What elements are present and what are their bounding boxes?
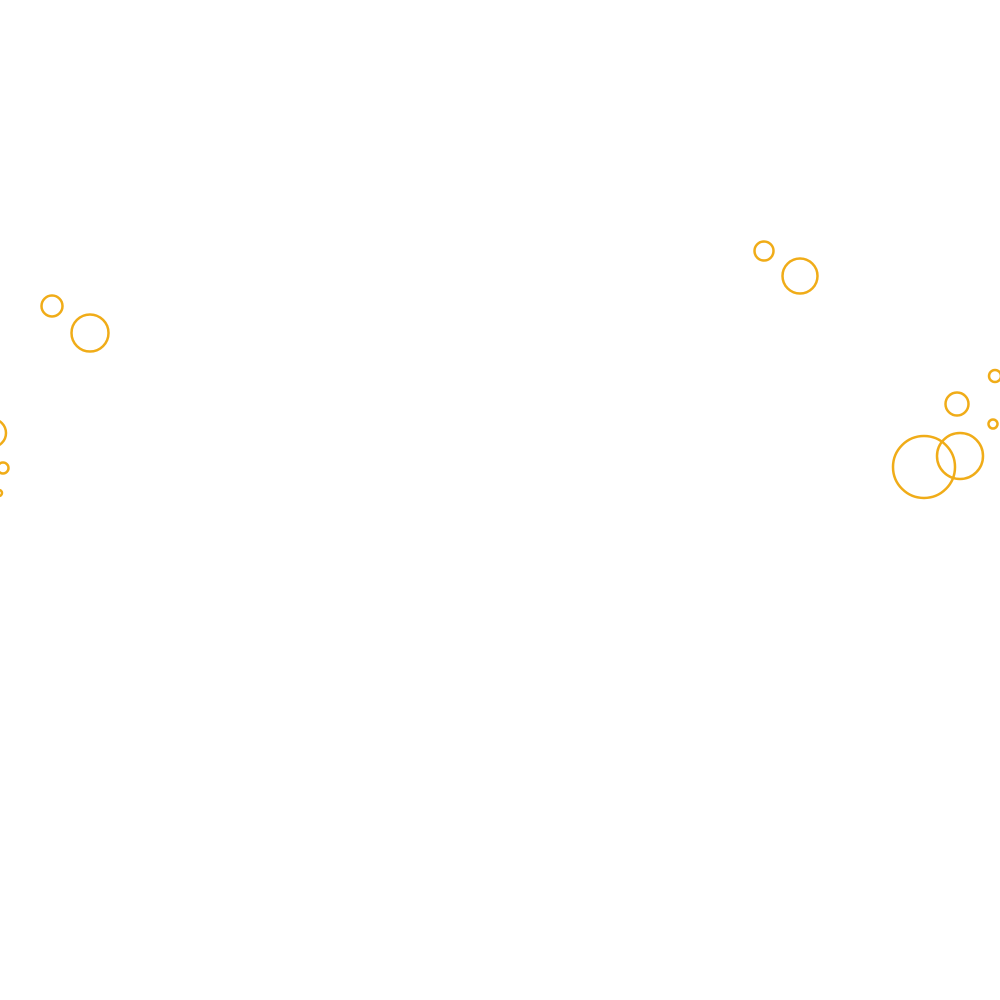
bubble-icon bbox=[0, 488, 4, 498]
bubble-icon bbox=[753, 240, 775, 262]
top-right-bubble-group bbox=[753, 240, 819, 295]
bubble-icon bbox=[0, 420, 8, 446]
bubble-icon bbox=[987, 368, 1000, 384]
bubble-icon bbox=[935, 431, 985, 481]
left-bubble-group bbox=[40, 294, 110, 353]
bubble-icon bbox=[0, 461, 10, 475]
bubble-icon bbox=[944, 391, 970, 417]
bubble-icon bbox=[70, 313, 110, 353]
bubble-icon bbox=[891, 434, 957, 500]
bubble-icon bbox=[987, 418, 999, 430]
bubble-icon bbox=[40, 294, 64, 318]
left-edge-bubble-group bbox=[0, 420, 10, 498]
right-edge-bubble-group bbox=[891, 368, 1000, 500]
bubble-icon bbox=[781, 257, 819, 295]
